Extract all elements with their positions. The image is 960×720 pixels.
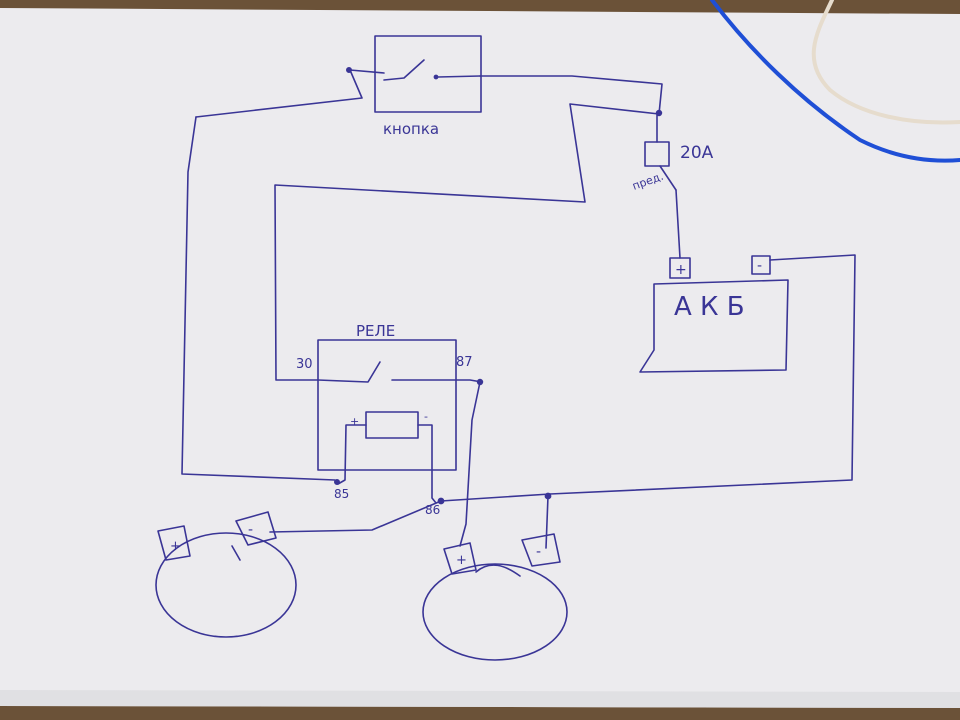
relay-pin-87-label: 87 — [456, 355, 473, 370]
wire-button-to-fuse — [479, 75, 663, 115]
button-label: кнопка — [383, 120, 439, 138]
wire-button-to-85 — [181, 116, 336, 481]
coil-plus-label: + — [350, 415, 359, 428]
left-horn-minus-label: - — [248, 522, 253, 538]
battery-plus-label: + — [675, 262, 687, 278]
paper-shadow — [0, 690, 960, 708]
coil-minus-label: - — [424, 410, 428, 423]
relay-label: РЕЛЕ — [356, 322, 395, 340]
horn-left — [155, 511, 297, 638]
battery-minus-label: - — [757, 258, 762, 274]
wire-87-to-right-horn — [459, 381, 481, 547]
push-button-switch — [195, 35, 482, 118]
relay-pin-86-label: 86 — [425, 503, 440, 517]
white-cable — [811, 0, 960, 125]
right-horn-minus-label: - — [536, 544, 541, 560]
battery-label: А К Б — [674, 292, 745, 322]
relay-pin-85-label: 85 — [334, 487, 349, 501]
relay-pin-30-label: 30 — [296, 357, 313, 372]
fuse-rating-label: 20А — [680, 143, 714, 163]
blue-cable — [710, 0, 960, 163]
pin-85-dot — [333, 478, 340, 485]
paper-sheet — [0, 8, 960, 708]
battery-akb — [549, 254, 856, 495]
horn-right — [422, 533, 568, 661]
fuse-20a — [644, 113, 681, 259]
left-horn-plus-label: + — [170, 539, 181, 554]
right-horn-plus-label: + — [456, 553, 467, 568]
wire-fuse-to-relay30 — [274, 103, 660, 381]
wire-86-to-left-horn — [269, 500, 442, 533]
wire-ground-to-right-horn — [545, 495, 549, 549]
wire-ground-bus — [440, 493, 551, 502]
